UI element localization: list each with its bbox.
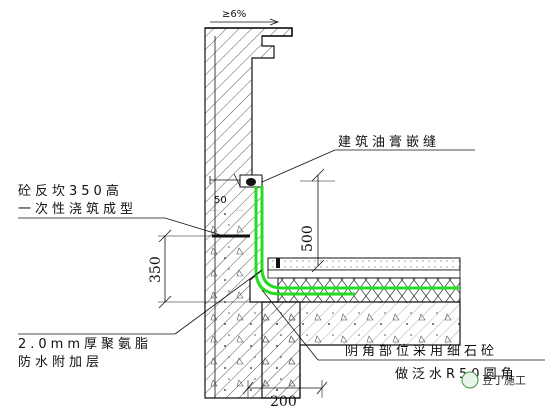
slope-label: ≥6% xyxy=(222,9,246,20)
callout-curb-line2: 一次性浇筑成型 xyxy=(18,201,137,217)
coping-cap xyxy=(205,27,293,37)
dim-base: 200 xyxy=(242,380,328,410)
dim-curb-label: 350 xyxy=(148,256,164,283)
dim-curb: 350 xyxy=(148,229,250,309)
callout-corner-line1: 阴角部位采用细石砼 xyxy=(345,344,498,359)
insulation-layer xyxy=(277,277,461,303)
waterproof-membrane-main xyxy=(260,186,460,290)
watermark-text: 豆丁施工 xyxy=(482,374,526,387)
dim-upturn-label: 500 xyxy=(300,225,316,252)
dim-gap: 50 xyxy=(209,173,241,206)
slope-annotation: ≥6% xyxy=(210,9,280,26)
screed-layer xyxy=(267,257,461,271)
callout-curb-line1: 砼反坎350高 xyxy=(18,183,123,199)
callout-membrane: 2.0mm厚聚氨脂 防水附加层 xyxy=(18,269,263,370)
callout-corner-line2: 做泛水R50圆角 xyxy=(395,367,518,382)
dim-base-label: 200 xyxy=(270,394,297,410)
callout-asphalt-joint: 建筑油膏嵌缝 xyxy=(338,134,440,150)
protection-layer xyxy=(267,269,461,279)
waterproof-membrane xyxy=(254,186,355,296)
callout-membrane-line2: 防水附加层 xyxy=(18,354,103,370)
sealant-bead xyxy=(246,178,256,186)
callout-corner: 阴角部位采用细石砼 做泛水R50圆角 xyxy=(261,289,545,382)
watermark: 豆丁施工 xyxy=(461,371,526,389)
watermark-logo-icon xyxy=(461,371,479,389)
callout-sealant: 建筑油膏嵌缝 xyxy=(261,134,475,183)
dim-upturn: 500 xyxy=(300,168,335,273)
dim-gap-label: 50 xyxy=(214,195,227,206)
roof-buildup xyxy=(261,257,461,399)
sealant-detail xyxy=(212,174,280,268)
callout-membrane-line1: 2.0mm厚聚氨脂 xyxy=(18,337,152,352)
callout-curb: 砼反坎350高 一次性浇筑成型 xyxy=(18,183,225,237)
